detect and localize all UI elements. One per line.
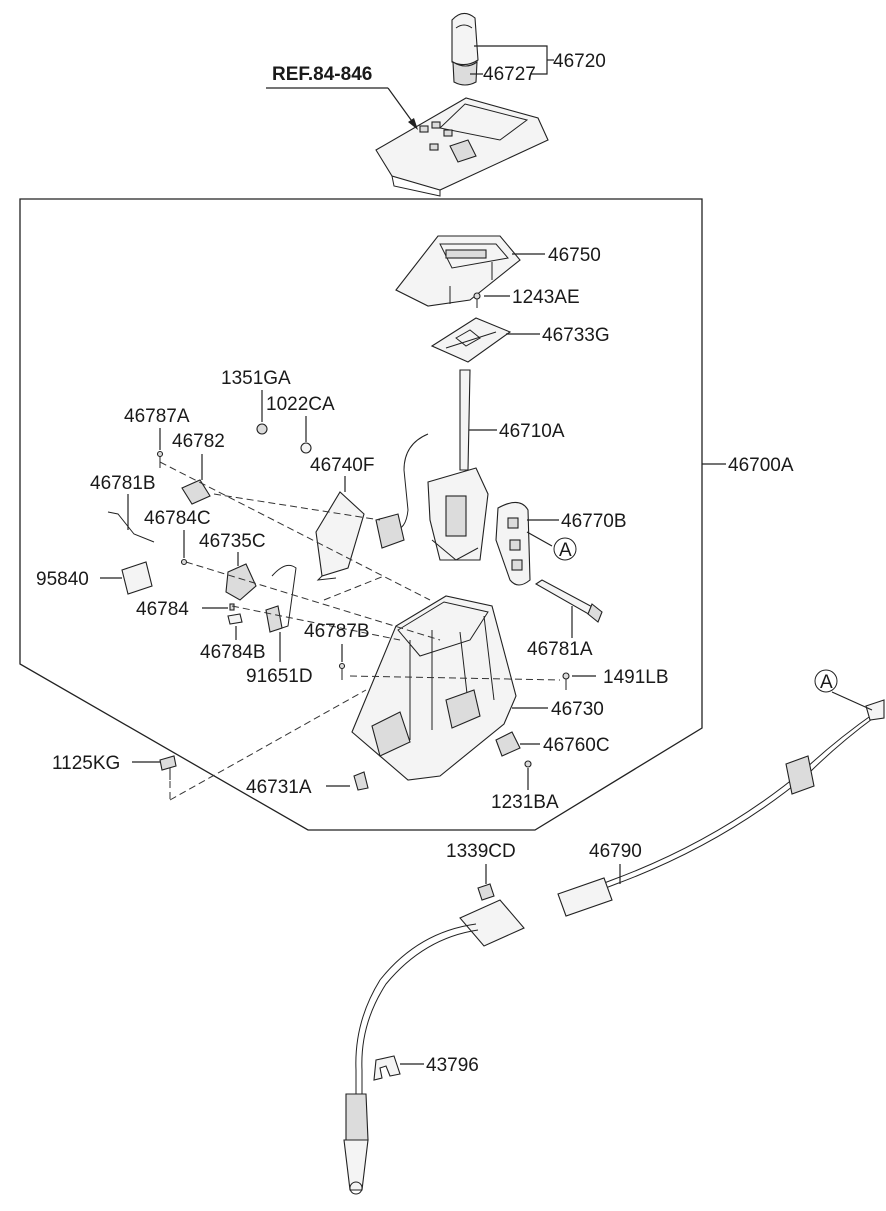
dash-line-3 bbox=[185, 561, 441, 641]
harness-connector bbox=[375, 513, 405, 549]
detent-plate bbox=[495, 501, 531, 586]
part-1022ca-label: 1022CA bbox=[266, 394, 335, 415]
module-95840 bbox=[121, 561, 153, 595]
rod-46781b bbox=[107, 511, 155, 543]
pin-46784c bbox=[180, 558, 188, 566]
part-1231ba-label: 1231BA bbox=[491, 792, 559, 813]
upper-cover bbox=[395, 235, 521, 307]
part-46770b-label: 46770B bbox=[561, 511, 627, 532]
part-43796-label: 43796 bbox=[426, 1055, 479, 1076]
bolt-1125kg bbox=[159, 755, 177, 780]
part-46784b-label: 46784B bbox=[200, 642, 266, 663]
part-95840-label: 95840 bbox=[36, 569, 89, 590]
part-46750-label: 46750 bbox=[548, 245, 601, 266]
part-46710a-label: 46710A bbox=[499, 421, 565, 442]
harness-91651d bbox=[265, 564, 297, 633]
part-1125kg-label: 1125KG bbox=[52, 753, 120, 774]
part-46740f-label: 46740F bbox=[310, 455, 374, 476]
part-46700a-label: 46700A bbox=[728, 455, 794, 476]
dash-line-8 bbox=[323, 575, 385, 601]
spacer-46784b bbox=[227, 613, 243, 625]
assembly-frame bbox=[19, 198, 703, 831]
part-46782-label: 46782 bbox=[172, 431, 225, 452]
pivot-pin bbox=[534, 579, 603, 623]
ref-label: REF.84-846 bbox=[272, 64, 372, 85]
part-46784-label: 46784 bbox=[136, 599, 189, 620]
part-46731a-label: 46731A bbox=[246, 777, 312, 798]
nut-1351ga bbox=[256, 423, 268, 435]
screw-46787a bbox=[156, 450, 164, 468]
part-46733g-label: 46733G bbox=[542, 325, 610, 346]
screw-1243ae bbox=[473, 292, 481, 308]
indicator-bezel bbox=[375, 97, 549, 197]
shift-knob bbox=[451, 12, 479, 86]
ref-arrow-line bbox=[387, 87, 415, 125]
bushing-46731a bbox=[353, 771, 369, 791]
part-91651d-label: 91651D bbox=[246, 666, 313, 687]
screw-1231ba bbox=[524, 760, 532, 768]
part-46727-label: 46727 bbox=[483, 64, 536, 85]
callout-a2-label: A bbox=[820, 672, 833, 693]
screw-46787b bbox=[338, 662, 346, 680]
dash-line-4 bbox=[231, 605, 401, 641]
callout-a-circle bbox=[553, 537, 577, 561]
part-1339cd-label: 1339CD bbox=[446, 841, 516, 862]
solenoid-46735c bbox=[225, 563, 257, 601]
shifter-housing bbox=[351, 595, 517, 781]
part-46735c-label: 46735C bbox=[199, 531, 266, 552]
dash-line-7 bbox=[169, 689, 367, 801]
part-1351ga-label: 1351GA bbox=[221, 368, 291, 389]
shift-cable bbox=[343, 699, 885, 1195]
callout-a2-circle bbox=[814, 669, 838, 693]
shift-lever bbox=[427, 369, 489, 561]
sensor-46782 bbox=[181, 479, 211, 505]
leader-callout-a2 bbox=[831, 691, 873, 711]
gate-plate bbox=[430, 317, 512, 363]
clip-46784 bbox=[229, 603, 235, 611]
clip-1339cd bbox=[477, 883, 495, 901]
part-1243ae-label: 1243AE bbox=[512, 287, 580, 308]
part-46760c-label: 46760C bbox=[543, 735, 610, 756]
part-46720-label: 46720 bbox=[553, 51, 606, 72]
callout-a-label: A bbox=[559, 540, 572, 561]
part-46784c-label: 46784C bbox=[144, 508, 211, 529]
part-1491lb-label: 1491LB bbox=[603, 667, 669, 688]
part-46730-label: 46730 bbox=[551, 699, 604, 720]
lever-harness bbox=[393, 433, 429, 531]
screw-1491lb bbox=[562, 672, 570, 690]
part-46790-label: 46790 bbox=[589, 841, 642, 862]
ref-arrow-head bbox=[408, 118, 418, 130]
dash-line-1 bbox=[159, 461, 431, 601]
part-46781a-label: 46781A bbox=[527, 639, 593, 660]
leader-callout-a bbox=[526, 531, 553, 547]
washer-1022ca bbox=[300, 442, 312, 454]
dash-line-2 bbox=[213, 493, 381, 521]
switch-46760c bbox=[495, 731, 521, 757]
bracket-46740f bbox=[315, 491, 365, 581]
dash-line-5 bbox=[349, 675, 561, 681]
part-46781b-label: 46781B bbox=[90, 473, 156, 494]
part-46787a-label: 46787A bbox=[124, 406, 190, 427]
part-46787b-label: 46787B bbox=[304, 621, 370, 642]
clip-43796 bbox=[373, 1055, 401, 1081]
